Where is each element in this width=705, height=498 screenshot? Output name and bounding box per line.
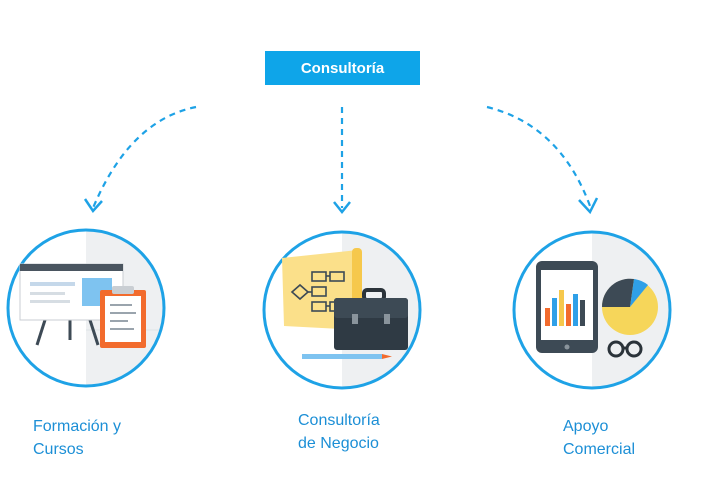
caption-line-2: Cursos <box>33 441 84 458</box>
arrow-center-head <box>333 201 351 215</box>
caption-line-2: de Negocio <box>298 435 379 452</box>
caption-consultoria-negocio: Consultoría de Negocio <box>298 409 380 455</box>
caption-line-2: Comercial <box>563 441 636 458</box>
caption-line-1: Formación y <box>33 418 122 435</box>
tablet-chart-icon <box>512 230 672 390</box>
caption-apoyo-comercial: Apoyo Comercial <box>563 415 635 461</box>
caption-formacion-cursos: Formación y Cursos <box>33 415 121 461</box>
consultoria-header: Consultoría <box>265 51 420 85</box>
arrow-left <box>91 105 197 209</box>
arrow-left-head <box>83 198 103 214</box>
briefcase-flowchart-icon <box>262 230 422 390</box>
presentation-board-icon <box>6 228 166 388</box>
arrow-right-head <box>578 197 599 215</box>
caption-line-1: Consultoría <box>298 412 380 429</box>
arrow-right <box>486 105 592 207</box>
caption-line-1: Apoyo <box>563 418 609 435</box>
